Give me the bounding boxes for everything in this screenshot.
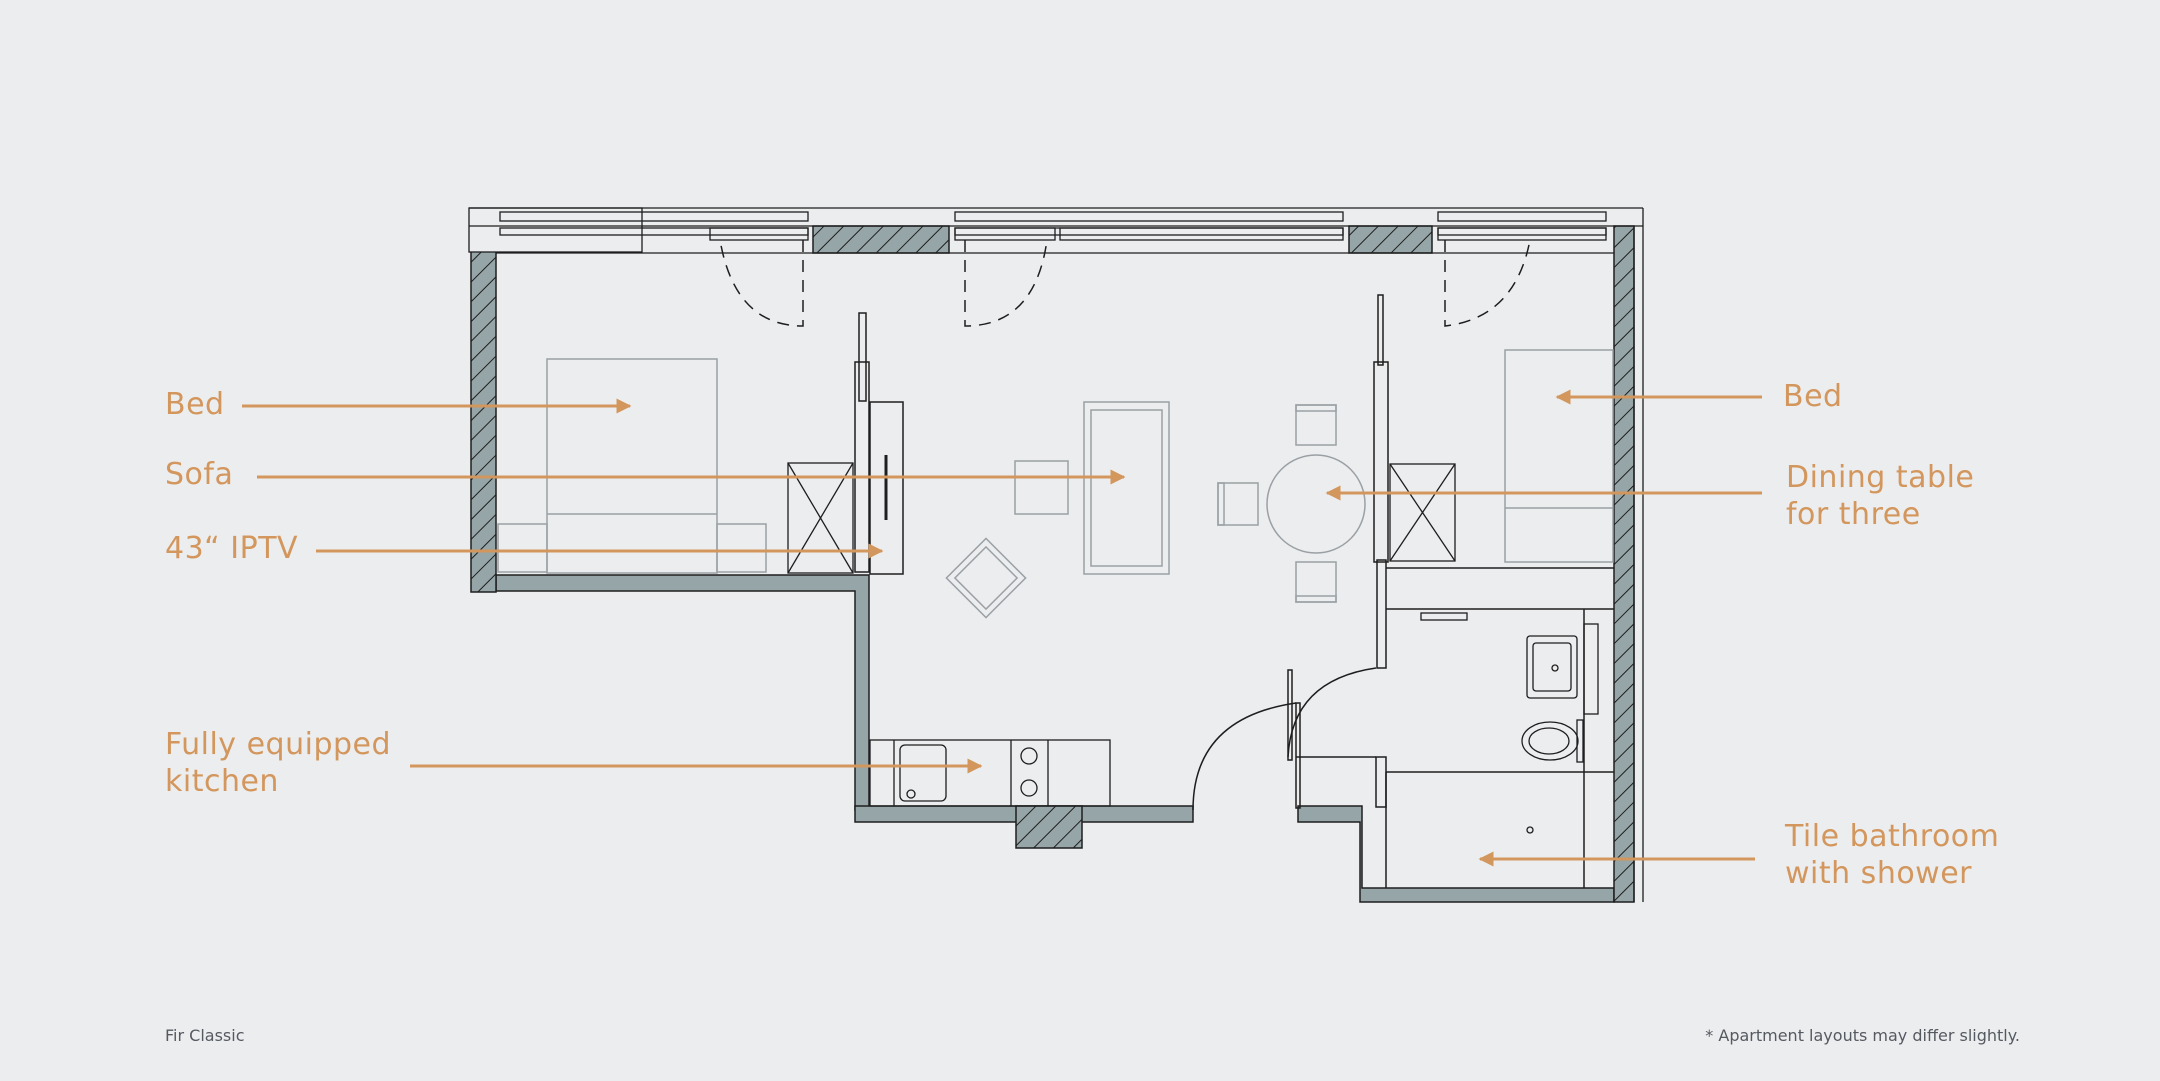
left-outer-wall bbox=[470, 225, 497, 593]
balcony-door-swings bbox=[719, 239, 1531, 327]
layout-disclaimer: * Apartment layouts may differ slightly. bbox=[1705, 1026, 2020, 1045]
interior-walls bbox=[495, 574, 1615, 903]
model-name: Fir Classic bbox=[165, 1026, 245, 1045]
top-pier-2 bbox=[1348, 225, 1433, 254]
label-bed-left: Bed bbox=[165, 387, 225, 422]
kitchen-chimney bbox=[1015, 805, 1083, 849]
wardrobe-left bbox=[787, 462, 854, 574]
wardrobes bbox=[787, 462, 1456, 574]
window-band bbox=[468, 207, 1644, 902]
right-outer-wall bbox=[1613, 225, 1635, 903]
left-wing-bottom-wall bbox=[495, 574, 870, 811]
bathroom-fixtures bbox=[1420, 612, 1599, 834]
furniture bbox=[497, 349, 1614, 619]
bathroom-door bbox=[1287, 667, 1377, 758]
dining-table bbox=[1266, 454, 1366, 554]
doors bbox=[1192, 667, 1377, 811]
entrance-door bbox=[1192, 702, 1297, 811]
window-1 bbox=[499, 211, 809, 222]
hob-burner-1 bbox=[1020, 747, 1038, 765]
label-iptv: 43“ IPTV bbox=[165, 531, 299, 566]
hob-burner-2 bbox=[1020, 779, 1038, 797]
label-kitchen: Fully equipped kitchen bbox=[165, 727, 392, 799]
partitions bbox=[854, 294, 1614, 888]
coffee-table bbox=[1014, 460, 1069, 515]
window-3 bbox=[1437, 211, 1607, 222]
top-pier-1 bbox=[812, 225, 950, 254]
towel-rail bbox=[1420, 612, 1468, 621]
bed-right bbox=[1504, 349, 1614, 563]
label-bathroom: Tile bathroom with shower bbox=[1785, 819, 2000, 891]
leader-arrows bbox=[242, 389, 1762, 867]
washbasin bbox=[1526, 635, 1578, 699]
label-sofa: Sofa bbox=[165, 457, 234, 492]
tv-unit bbox=[869, 401, 904, 575]
wardrobe-right bbox=[1389, 463, 1456, 562]
sofa bbox=[1083, 401, 1170, 575]
armchair bbox=[945, 537, 1027, 619]
shower-drain bbox=[1526, 826, 1534, 834]
bed-left bbox=[546, 358, 718, 574]
label-bed-right: Bed bbox=[1783, 379, 1843, 414]
bearing-walls bbox=[470, 225, 1635, 903]
label-dining: Dining table for three bbox=[1786, 460, 1975, 532]
toilet bbox=[1521, 721, 1579, 761]
bathroom-bottom-wall bbox=[1297, 805, 1615, 903]
window-2 bbox=[954, 211, 1344, 222]
kitchen-sink bbox=[899, 744, 947, 802]
kitchen-counter bbox=[869, 739, 1111, 807]
